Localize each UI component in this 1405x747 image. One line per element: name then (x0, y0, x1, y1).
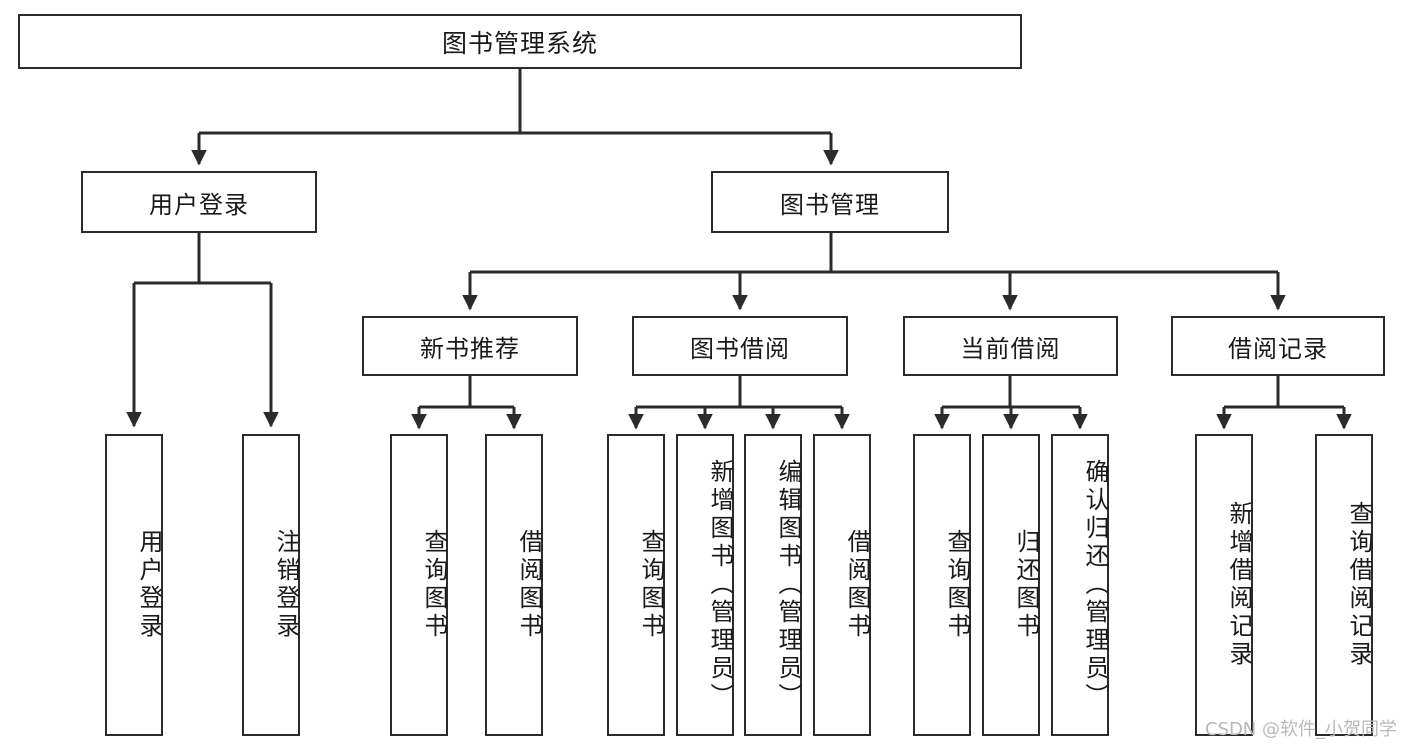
node-label: 查询图书 (943, 529, 971, 641)
node-label: 用户登录 (135, 529, 163, 641)
node-user-login[interactable]: 用户登录 (81, 171, 317, 233)
node-label: 新增图书（管理员） (706, 459, 734, 711)
node-label: 查询图书 (637, 529, 665, 641)
node-root-book-management-system[interactable]: 图书管理系统 (18, 14, 1022, 69)
leaf-records-add-record[interactable]: 新增借阅记录 (1195, 434, 1253, 736)
watermark: CSDN @软件_小贺同学 (1204, 719, 1397, 740)
node-label: 新增借阅记录 (1225, 501, 1253, 669)
node-label: 新书推荐 (420, 334, 520, 363)
node-label: 图书管理 (780, 190, 880, 219)
node-label: 借阅图书 (843, 529, 871, 641)
node-borrow-records[interactable]: 借阅记录 (1171, 316, 1385, 376)
leaf-user-login-login[interactable]: 用户登录 (105, 434, 163, 736)
leaf-current-return-book[interactable]: 归还图书 (982, 434, 1040, 736)
leaf-borrow-borrow-book[interactable]: 借阅图书 (813, 434, 871, 736)
node-label: 图书管理系统 (441, 28, 598, 58)
node-label: 图书借阅 (690, 334, 790, 363)
node-label: 用户登录 (149, 190, 249, 219)
node-book-borrow[interactable]: 图书借阅 (632, 316, 848, 376)
node-label: 借阅图书 (515, 529, 543, 641)
node-book-management[interactable]: 图书管理 (711, 171, 949, 233)
node-label: 注销登录 (272, 529, 300, 641)
leaf-borrow-query-book[interactable]: 查询图书 (607, 434, 665, 736)
node-label: 确认归还（管理员） (1081, 459, 1109, 711)
leaf-new-book-query[interactable]: 查询图书 (390, 434, 448, 736)
node-label: 查询图书 (420, 529, 448, 641)
node-label: 当前借阅 (960, 334, 1061, 363)
leaf-borrow-edit-book-admin[interactable]: 编辑图书（管理员） (744, 434, 802, 736)
node-label: 编辑图书（管理员） (774, 459, 802, 711)
leaf-current-query-book[interactable]: 查询图书 (913, 434, 971, 736)
leaf-records-query-record[interactable]: 查询借阅记录 (1315, 434, 1373, 736)
leaf-borrow-add-book-admin[interactable]: 新增图书（管理员） (676, 434, 734, 736)
leaf-new-book-borrow[interactable]: 借阅图书 (485, 434, 543, 736)
node-label: 借阅记录 (1228, 334, 1328, 363)
node-label: 归还图书 (1012, 529, 1040, 641)
node-label: 查询借阅记录 (1345, 501, 1373, 669)
leaf-current-confirm-return-admin[interactable]: 确认归还（管理员） (1051, 434, 1109, 736)
node-new-book-recommend[interactable]: 新书推荐 (362, 316, 578, 376)
leaf-user-login-logout[interactable]: 注销登录 (242, 434, 300, 736)
node-current-borrow[interactable]: 当前借阅 (903, 316, 1118, 376)
